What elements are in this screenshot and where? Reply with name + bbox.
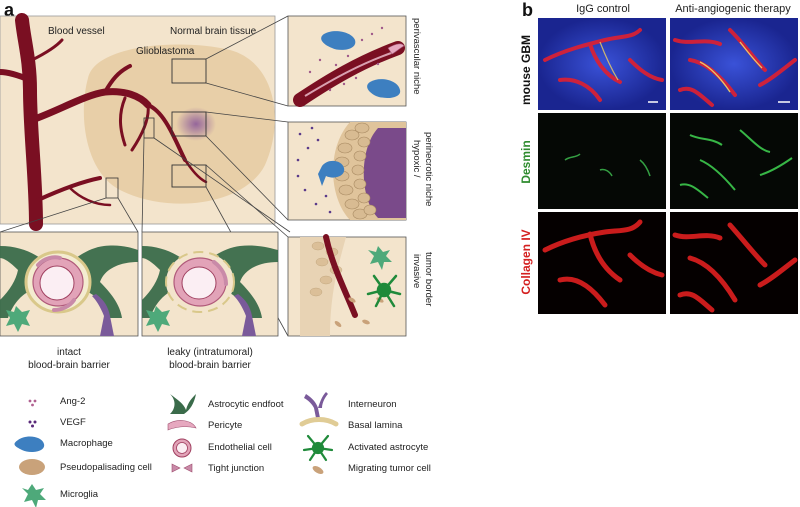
micrograph-collagen-therapy — [670, 212, 798, 314]
legend-ang2: Ang-2 — [60, 396, 85, 407]
invasive-border-label-2: tumor border — [423, 252, 434, 306]
blood-vessel-label: Blood vessel — [48, 26, 105, 37]
main-scene: Blood vessel Normal brain tissue Gliobla… — [0, 13, 276, 231]
micrograph-gbm-igg — [538, 18, 666, 110]
migrating-tumor-cell-icon — [312, 466, 324, 474]
leaky-bbb-label-2: blood-brain barrier — [169, 360, 251, 371]
interneuron-icon — [304, 392, 328, 418]
legend-astrocytic-endfoot: Astrocytic endfoot — [208, 399, 284, 410]
legend-pericyte: Pericyte — [208, 420, 242, 431]
legend-microglia: Microglia — [60, 489, 99, 500]
panel-a-letter: a — [4, 0, 15, 20]
row-label-mouse-gbm: mouse GBM — [519, 35, 533, 105]
pericyte-icon — [167, 420, 197, 431]
intact-bbb-label-2: blood-brain barrier — [28, 360, 110, 371]
panel-b-letter: b — [522, 0, 533, 20]
normal-tissue-label: Normal brain tissue — [170, 26, 257, 37]
row-label-desmin: Desmin — [519, 140, 533, 183]
intact-bbb-label-1: intact — [57, 347, 81, 358]
micrograph-collagen-igg — [538, 212, 666, 314]
activated-astrocyte — [366, 274, 402, 308]
micrograph-gbm-therapy — [670, 18, 798, 110]
legend-macrophage: Macrophage — [60, 438, 113, 449]
invasive-border-panel — [287, 234, 407, 337]
perivascular-niche-label: perivascular niche — [411, 18, 422, 95]
hypoxic-niche-panel — [287, 121, 407, 221]
micrograph-desmin-igg — [538, 113, 666, 209]
legend-tight-junction: Tight junction — [208, 463, 264, 474]
endothelial-cell-icon — [172, 438, 192, 458]
blood-vessel-tree — [0, 13, 208, 231]
legend-activated-astrocyte: Activated astrocyte — [348, 442, 428, 453]
col-header-igg: IgG control — [576, 3, 630, 15]
legend-vegf: VEGF — [60, 417, 86, 428]
legend-basal-lamina: Basal lamina — [348, 420, 403, 431]
legend-endothelial: Endothelial cell — [208, 442, 272, 453]
microglia-icon — [22, 484, 46, 507]
col-header-therapy: Anti-angiogenic therapy — [675, 3, 791, 15]
glioblastoma-label: Glioblastoma — [136, 46, 195, 57]
legend: Ang-2 VEGF Macrophage Pseudopalisading c… — [14, 392, 431, 507]
micrograph-desmin-therapy — [670, 113, 798, 209]
vegf-icon — [28, 420, 37, 428]
hypoxic-niche-label-2b: perinecrotic niche — [423, 132, 434, 206]
row-label-collagen: Collagen IV — [519, 229, 533, 294]
hypoxic-niche-label-1: hypoxic / — [411, 140, 422, 178]
pseudopalisading-cell-icon — [19, 459, 45, 475]
intact-bbb-panel — [0, 231, 139, 337]
legend-interneuron: Interneuron — [348, 399, 397, 410]
macrophage — [367, 79, 401, 98]
tight-junction-icon — [171, 463, 193, 473]
basal-lamina-icon — [299, 417, 339, 427]
macrophage — [321, 31, 356, 50]
leaky-bbb-label-1: leaky (intratumoral) — [167, 347, 253, 358]
legend-pseudopalisading: Pseudopalisading cell — [60, 462, 152, 473]
ang2-icon — [28, 399, 37, 407]
macrophage — [318, 160, 345, 186]
macrophage-icon — [14, 436, 45, 452]
microglia-cell — [368, 246, 392, 270]
invasive-border-label-1: invasive — [411, 254, 422, 288]
activated-astrocyte-icon — [302, 434, 334, 462]
leaky-bbb-panel — [141, 231, 279, 337]
legend-migrating-tumor-cell: Migrating tumor cell — [348, 463, 431, 474]
perivascular-niche-panel — [287, 15, 407, 107]
astrocytic-endfoot-icon — [170, 394, 196, 414]
